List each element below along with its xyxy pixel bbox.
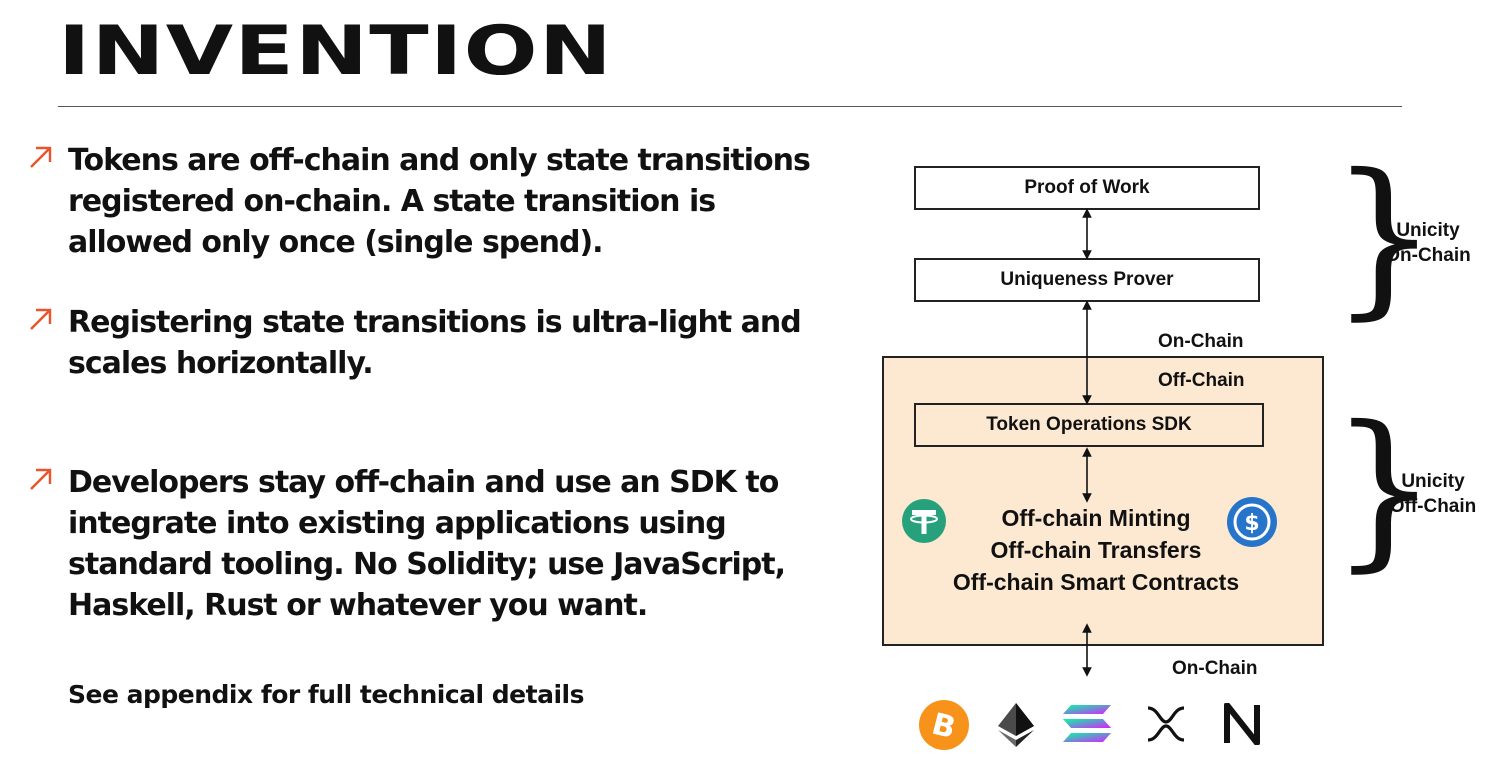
tether-icon [902, 499, 946, 543]
off-chain-label: Off-Chain [1158, 370, 1245, 391]
op-minting: Off-chain Minting [1001, 505, 1191, 531]
xrp-icon [1147, 706, 1185, 742]
ethereum-icon [998, 703, 1034, 747]
bullet-text: Tokens are off-chain and only state tran… [68, 143, 811, 260]
arrow-bullet-icon [30, 146, 52, 168]
token-sdk-box: Token Operations SDK [914, 403, 1264, 447]
unicity-on-chain-brace: } [1330, 138, 1439, 336]
bullet-text: Registering state transitions is ultra-l… [68, 305, 802, 381]
unicity-off-chain-brace: } [1330, 390, 1439, 588]
solana-icon [1063, 705, 1111, 742]
bitcoin-icon: B [919, 700, 969, 750]
op-transfers: Off-chain Transfers [990, 537, 1202, 563]
on-chain-label-upper: On-Chain [1158, 331, 1244, 352]
on-chain-label-lower: On-Chain [1172, 658, 1258, 679]
arrow-bullet-icon [30, 308, 52, 330]
usdc-icon: $ [1227, 497, 1277, 547]
svg-text:$: $ [1244, 511, 1259, 536]
page-title: INVENTION [58, 12, 614, 91]
unicity-off-chain-label: Unicity Off-Chain [1389, 471, 1477, 517]
arrow-bullet-icon [30, 468, 52, 490]
unicity-on-chain-label: Unicity On-Chain [1385, 220, 1471, 266]
op-smart-contracts: Off-chain Smart Contracts [952, 569, 1240, 595]
appendix-note: See appendix for full technical details [68, 680, 584, 709]
near-icon [1224, 703, 1260, 745]
off-chain-operations: Off-chain Minting Off-chain Transfers Of… [890, 502, 1302, 598]
title-divider [58, 106, 1402, 107]
bullet-text: Developers stay off-chain and use an SDK… [68, 465, 786, 623]
